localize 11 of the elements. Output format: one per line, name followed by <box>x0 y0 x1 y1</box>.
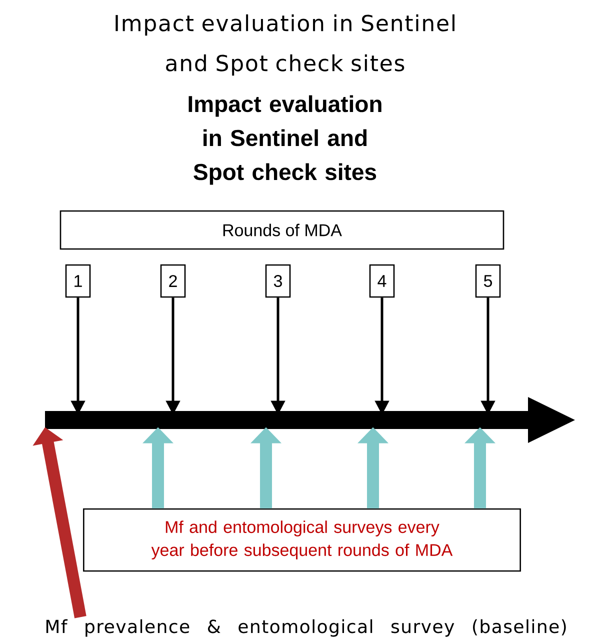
title: Impact evaluation in Sentinel and Spot check sites <box>116 14 454 76</box>
header-box: Rounds of MDA <box>60 210 504 250</box>
timeline-arrow <box>45 397 575 443</box>
survey-box: Mf and entomological surveys every year before subsequent rounds of MDA <box>83 508 521 572</box>
number-box: 4 <box>369 264 395 298</box>
baseline-label: Mf prevalence & entomological survey (baseline) <box>46 619 566 637</box>
number-box: 5 <box>475 264 501 298</box>
number-box: 1 <box>65 264 91 298</box>
number-box: 2 <box>160 264 186 298</box>
number-box: 3 <box>265 264 291 298</box>
heading: Impact evaluation in Sentinel and Spot check sites <box>188 95 382 185</box>
